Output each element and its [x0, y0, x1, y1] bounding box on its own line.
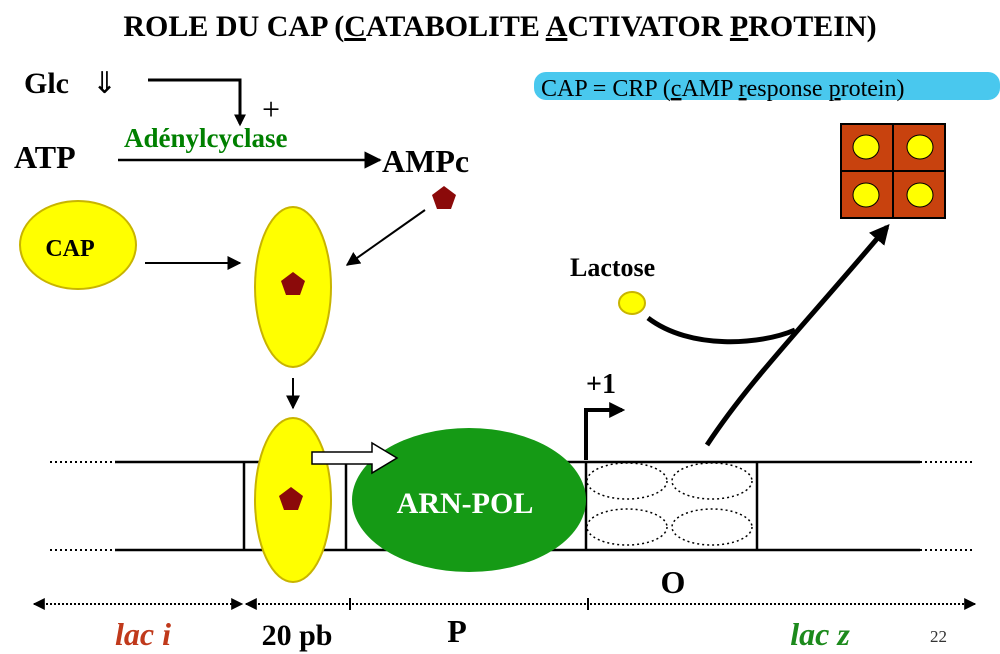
plus-sign: + [262, 91, 280, 127]
slide-title: ROLE DU CAP (CATABOLITE ACTIVATOR PROTEI… [123, 10, 876, 43]
o-label: O [661, 564, 686, 600]
cap-protein [19, 200, 137, 290]
glc-label: Glc [24, 67, 69, 100]
lac-z-label: lac z [790, 616, 850, 652]
adenylcyclase-label: Adénylcyclase [124, 123, 287, 153]
transcription-start-arrow [584, 402, 626, 460]
bound-ampc-pentagon-icon [279, 487, 303, 510]
ampc-binding-arrow [345, 209, 426, 266]
glc-inhibition-line [148, 78, 246, 127]
ampc-pentagon-icon [432, 186, 456, 209]
cap-label: CAP [45, 236, 94, 262]
tss-label: +1 [586, 369, 616, 400]
down-double-arrow-icon: ⇓ [92, 66, 117, 101]
cap-crp-note: CAP = CRP (cAMP response protein) [541, 76, 905, 102]
complex-ampc-pentagon-icon [281, 272, 305, 295]
rna-polymerase [352, 428, 586, 572]
note-highlight [534, 72, 1000, 100]
operator-sites [586, 462, 753, 546]
rna-pol-label: ARN-POL [397, 487, 534, 520]
lactose-molecule [618, 291, 646, 315]
lac-i-label: lac i [115, 616, 171, 652]
20pb-label: 20 pb [262, 619, 333, 652]
lactose-label: Lactose [570, 253, 655, 282]
lactose-to-repressor-line [646, 316, 796, 345]
region-extent-lines [32, 598, 977, 610]
lac-repressor-tetramer [840, 123, 946, 219]
atp-label: ATP [14, 139, 76, 175]
p-label: P [447, 613, 467, 649]
page-number: 22 [930, 627, 947, 646]
activation-arrow-icon [311, 441, 399, 475]
repressor-release-arrow [704, 223, 890, 447]
ampc-label: AMPc [382, 143, 469, 179]
